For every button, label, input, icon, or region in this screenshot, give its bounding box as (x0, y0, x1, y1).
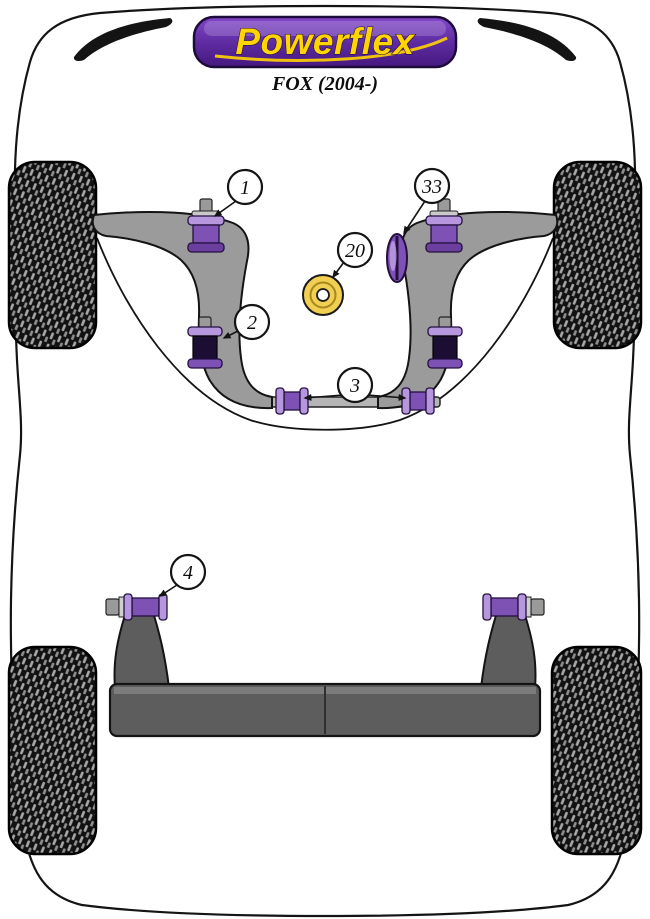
logo-highlight (204, 21, 446, 36)
callouts: 1 2 3 4 20 33 (169, 167, 451, 591)
tire-rear-right (550, 645, 643, 856)
callout-20-label: 20 (345, 240, 365, 262)
logo-swoosh (214, 36, 448, 62)
anti-roll-bar-bushing-right (401, 387, 435, 415)
anti-roll-bar-bushing-left (275, 387, 309, 415)
washer-part (302, 274, 344, 316)
callout-33-label: 33 (421, 176, 442, 198)
model-text: FOX (2004-) (271, 73, 378, 95)
tire-front-right (552, 160, 643, 350)
callout-33-arrow (403, 200, 426, 235)
car-body-outline (9, 4, 641, 918)
callout-20: 20 (336, 231, 374, 269)
callout-4: 4 (169, 553, 207, 591)
engine-mount-insert (386, 233, 408, 283)
callout-33: 33 (413, 167, 451, 205)
callout-arrows (158, 200, 426, 597)
cowl-vent-left (73, 18, 173, 61)
powerflex-logo: Powerflex (192, 15, 458, 69)
callout-4-label: 4 (183, 562, 193, 584)
tire-front-left (7, 160, 98, 350)
front-subframe-outline (96, 237, 554, 431)
tire-rear-left (7, 645, 98, 856)
callout-2-arrow (222, 330, 239, 339)
callout-4-arrow (158, 584, 178, 597)
callout-2-label: 2 (247, 312, 257, 334)
rear-beam-axle (108, 611, 542, 738)
callout-2: 2 (233, 303, 271, 341)
cowl-vent-right (477, 18, 577, 61)
front-control-arm-left (91, 210, 273, 410)
callout-3-arrow-right (366, 393, 407, 401)
callout-1-label: 1 (240, 177, 250, 199)
brand-text: Powerflex (235, 21, 415, 62)
callout-1-arrow (213, 200, 237, 217)
callout-3-label: 3 (349, 375, 360, 397)
callout-1: 1 (226, 168, 264, 206)
callout-3: 3 (336, 366, 374, 404)
callout-3-arrow-left (303, 393, 344, 401)
callout-20-arrow (332, 261, 345, 279)
